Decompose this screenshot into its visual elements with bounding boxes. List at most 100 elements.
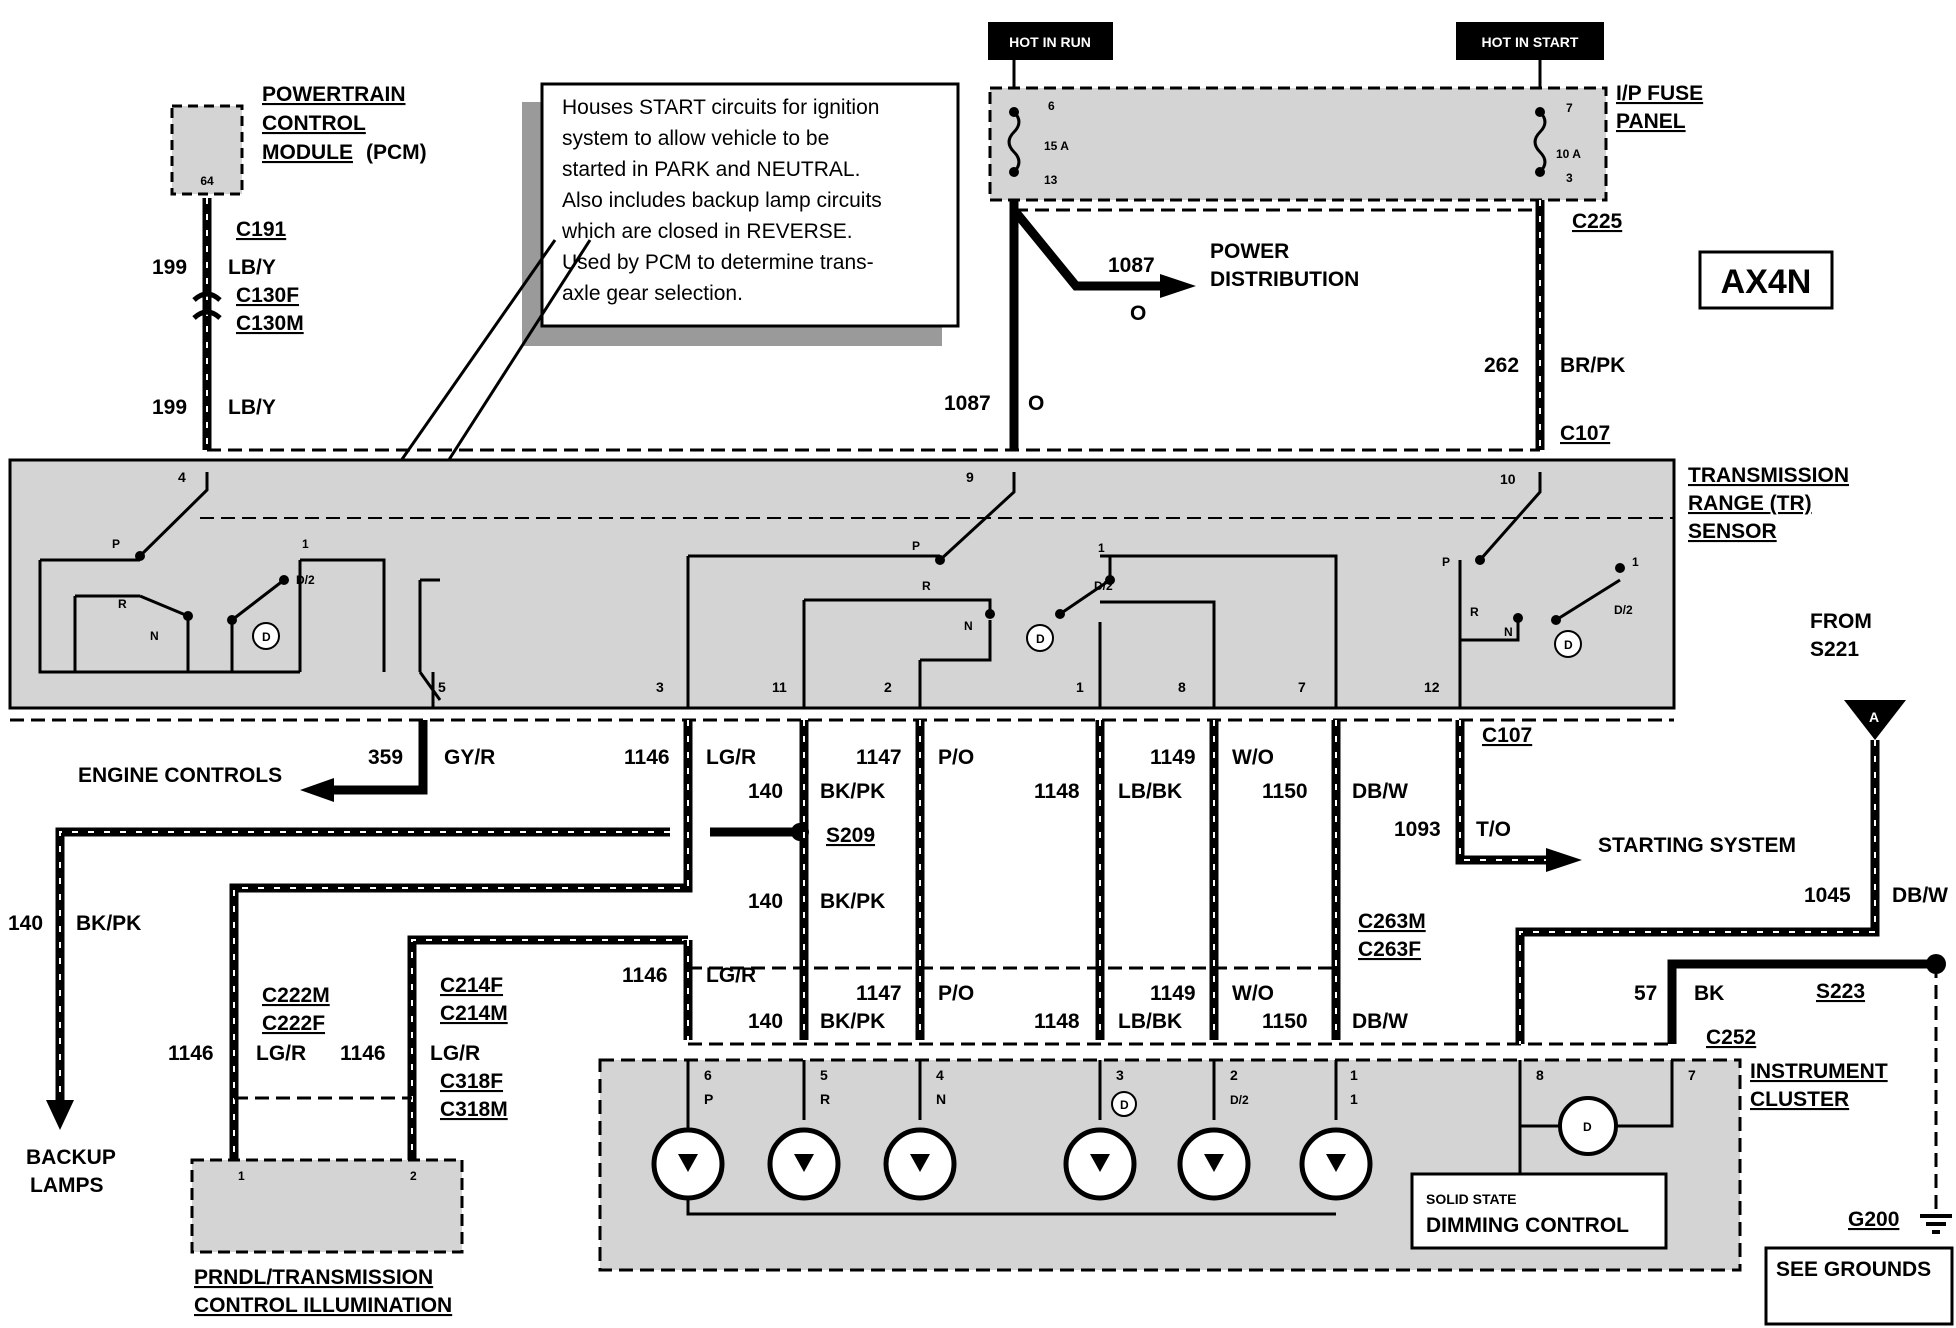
w199a-color: LB/Y bbox=[228, 256, 276, 279]
w199b-color: LB/Y bbox=[228, 396, 276, 419]
w1087h-color: O bbox=[1130, 302, 1146, 325]
from-s221-label-2: S221 bbox=[1810, 638, 1859, 661]
c222f-label: C222F bbox=[262, 1012, 325, 1035]
lamp-n-label: N bbox=[936, 1091, 946, 1107]
w1147b-color: P/O bbox=[938, 982, 974, 1005]
lamp-1-label: 1 bbox=[1350, 1091, 1358, 1107]
from-s221-label-1: FROM bbox=[1810, 610, 1872, 633]
tr-label-3: SENSOR bbox=[1688, 520, 1777, 543]
fuse-pin-6: 6 bbox=[1048, 99, 1055, 113]
note-line-5: which are closed in REVERSE. bbox=[561, 220, 853, 243]
cluster-pin-3: 3 bbox=[1116, 1067, 1124, 1083]
w262-color: BR/PK bbox=[1560, 354, 1625, 377]
lamp-d2-label: D/2 bbox=[1230, 1093, 1249, 1107]
w1146c-color: LG/R bbox=[256, 1042, 306, 1065]
c214f-label: C214F bbox=[440, 974, 503, 997]
w1146b-color: LG/R bbox=[706, 964, 756, 987]
w1147b-num: 1147 bbox=[856, 982, 902, 1005]
w1149a-color: W/O bbox=[1232, 746, 1274, 769]
w1148b-color: LB/BK bbox=[1118, 1010, 1182, 1033]
note-line-1: Houses START circuits for ignition bbox=[562, 96, 879, 119]
dimming-label-2: DIMMING CONTROL bbox=[1426, 1214, 1629, 1237]
pin-10: 10 bbox=[1500, 471, 1516, 487]
hot-in-run-label: HOT IN RUN bbox=[1009, 34, 1091, 50]
pin-5: 5 bbox=[438, 679, 446, 695]
w1147a-num: 1147 bbox=[856, 746, 902, 769]
w1087h-num: 1087 bbox=[1108, 254, 1155, 277]
w1149a-num: 1149 bbox=[1150, 746, 1196, 769]
cluster-label-1: INSTRUMENT bbox=[1750, 1060, 1888, 1083]
c252-label: C252 bbox=[1706, 1026, 1756, 1049]
w1146a-num: 1146 bbox=[624, 746, 670, 769]
lamp-d-label: D bbox=[1120, 1098, 1129, 1112]
gear-p-left: P bbox=[112, 537, 120, 551]
w140d-color: BK/PK bbox=[820, 1010, 885, 1033]
w57-color: BK bbox=[1694, 982, 1724, 1005]
gear-p-right: P bbox=[1442, 555, 1450, 569]
w140c-color: BK/PK bbox=[76, 912, 141, 935]
cluster-pin-5: 5 bbox=[820, 1067, 828, 1083]
cluster-pin-8: 8 bbox=[1536, 1067, 1544, 1083]
pin-9: 9 bbox=[966, 469, 974, 485]
pcm-pin: 64 bbox=[200, 174, 214, 188]
s223-label: S223 bbox=[1816, 980, 1865, 1003]
w1150b-num: 1150 bbox=[1262, 1010, 1308, 1033]
pcm-label-suffix: (PCM) bbox=[366, 141, 427, 164]
c107-bot-label: C107 bbox=[1482, 724, 1532, 747]
dimming-d-symbol: D bbox=[1583, 1120, 1592, 1134]
tr-sensor bbox=[8, 458, 1676, 710]
cluster-pin-2: 2 bbox=[1230, 1067, 1238, 1083]
w1087v-color: O bbox=[1028, 392, 1044, 415]
prndl-label-2: CONTROL ILLUMINATION bbox=[194, 1294, 452, 1317]
w1146a-color: LG/R bbox=[706, 746, 756, 769]
c225-label: C225 bbox=[1572, 210, 1623, 233]
w199a-num: 199 bbox=[152, 256, 187, 279]
backup-lamps-label-2: LAMPS bbox=[30, 1174, 104, 1197]
c318f-label: C318F bbox=[440, 1070, 503, 1093]
pcm-label-2: CONTROL bbox=[262, 112, 366, 135]
w1150a-color: DB/W bbox=[1352, 780, 1408, 803]
w1148a-color: LB/BK bbox=[1118, 780, 1182, 803]
c263m-label: C263M bbox=[1358, 910, 1426, 933]
c191-label: C191 bbox=[236, 218, 287, 241]
gear-r-left: R bbox=[118, 597, 127, 611]
see-grounds-label: SEE GROUNDS bbox=[1776, 1258, 1931, 1281]
pin-8: 8 bbox=[1178, 679, 1186, 695]
prndl-illumination: 1 2 PRNDL/TRANSMISSION CONTROL ILLUMINAT… bbox=[190, 1158, 464, 1317]
gear-d-mid: D bbox=[1036, 632, 1045, 646]
top-wires bbox=[192, 198, 1545, 452]
gear-n-right: N bbox=[1504, 625, 1513, 639]
w1146b-num: 1146 bbox=[622, 964, 668, 987]
prndl-pin-2: 2 bbox=[410, 1169, 417, 1183]
dimming-label-1: SOLID STATE bbox=[1426, 1191, 1516, 1207]
w1093-num: 1093 bbox=[1394, 818, 1441, 841]
w140d-num: 140 bbox=[748, 1010, 783, 1033]
w1045-color: DB/W bbox=[1892, 884, 1948, 907]
tr-label-1: TRANSMISSION bbox=[1688, 464, 1849, 487]
model-tag: AX4N bbox=[1698, 250, 1834, 310]
gear-d-right: D bbox=[1564, 638, 1573, 652]
fuse-panel-label-1: I/P FUSE bbox=[1616, 82, 1703, 105]
pcm-module: 64 POWERTRAIN CONTROL MODULE (PCM) bbox=[170, 83, 427, 196]
w1146d-num: 1146 bbox=[340, 1042, 386, 1065]
w140b-color: BK/PK bbox=[820, 890, 885, 913]
engine-controls-label: ENGINE CONTROLS bbox=[78, 764, 282, 787]
w262-num: 262 bbox=[1484, 354, 1519, 377]
starting-system-label: STARTING SYSTEM bbox=[1598, 834, 1796, 857]
note-callout: Houses START circuits for ignition syste… bbox=[366, 82, 960, 509]
w140b-num: 140 bbox=[748, 890, 783, 913]
fuse-pin-3: 3 bbox=[1566, 171, 1573, 185]
lamp-r-label: R bbox=[820, 1091, 830, 1107]
w140a-num: 140 bbox=[748, 780, 783, 803]
gear-n-mid: N bbox=[964, 619, 973, 633]
w140c-num: 140 bbox=[8, 912, 43, 935]
power-dist-label-2: DISTRIBUTION bbox=[1210, 268, 1359, 291]
pin-3: 3 bbox=[656, 679, 664, 695]
note-line-7: axle gear selection. bbox=[562, 282, 743, 305]
note-line-2: system to allow vehicle to be bbox=[562, 127, 829, 150]
w199b-num: 199 bbox=[152, 396, 187, 419]
lamp-d2: D/2 bbox=[1177, 1093, 1251, 1201]
model-tag-label: AX4N bbox=[1721, 263, 1812, 301]
hot-in-start-label: HOT IN START bbox=[1482, 34, 1579, 50]
